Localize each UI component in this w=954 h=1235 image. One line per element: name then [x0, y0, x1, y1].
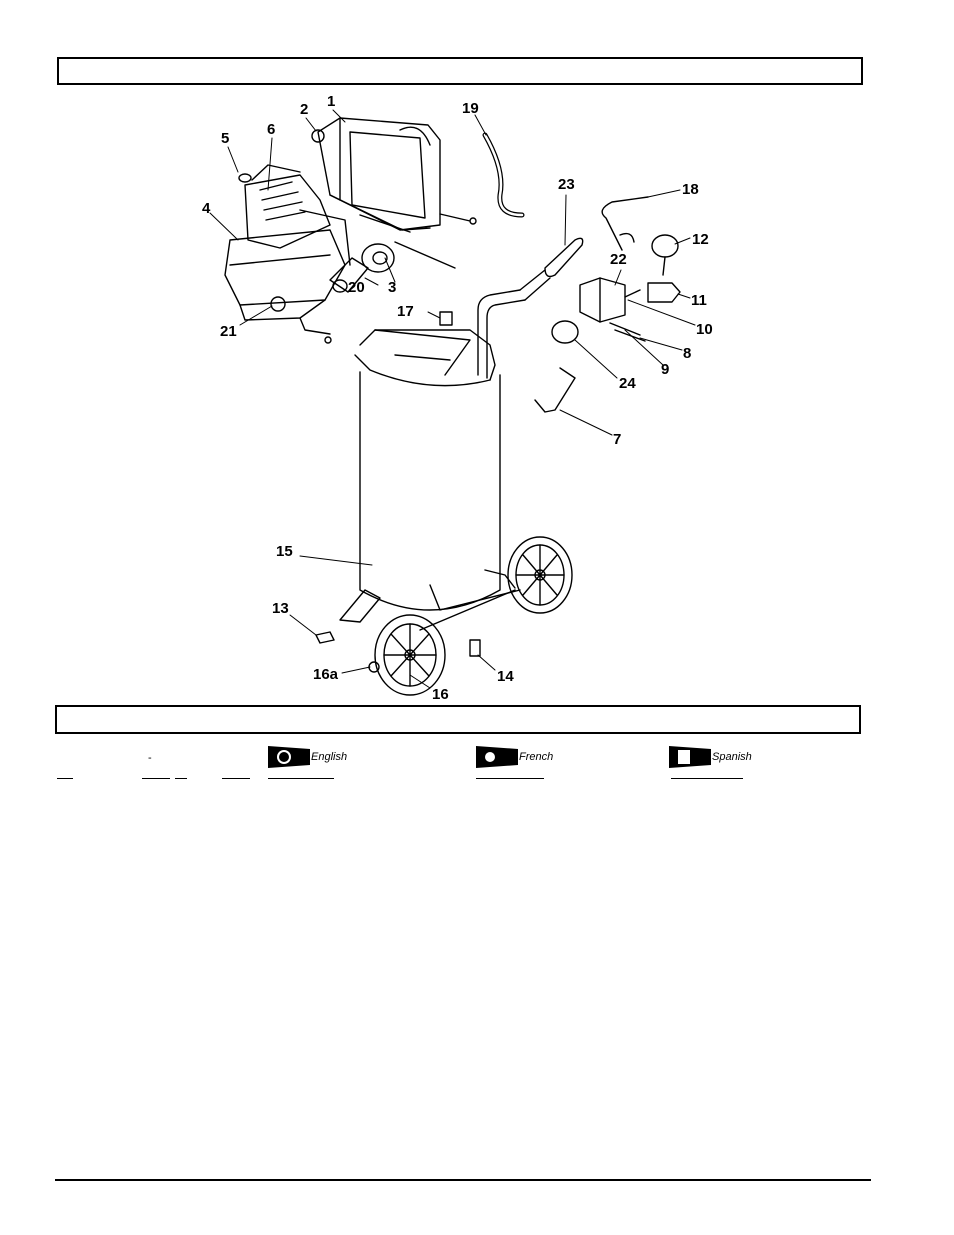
callout-22: 22 — [610, 251, 627, 268]
callout-10: 10 — [696, 321, 713, 338]
column-underline-french — [476, 778, 544, 779]
belt-guard-shape — [317, 117, 477, 233]
legend-french: French — [476, 745, 553, 769]
handle-shape — [477, 237, 584, 379]
pump-shape — [224, 164, 351, 344]
callout-13: 13 — [272, 600, 289, 617]
pressure-switch-shape — [579, 277, 641, 323]
callout-16: 16 — [432, 686, 449, 703]
callout-24: 24 — [619, 375, 636, 392]
callout-20: 20 — [348, 279, 365, 296]
regulator-shape — [647, 282, 681, 303]
callout-1: 1 — [327, 93, 335, 110]
legend-english-label: English — [311, 751, 348, 763]
callout-2: 2 — [300, 101, 308, 118]
callout-11: 11 — [691, 292, 707, 309]
callout-3: 3 — [388, 279, 396, 296]
valve-shape — [609, 322, 646, 342]
callout-18: 18 — [682, 181, 699, 198]
tank-gauge-shape — [551, 320, 579, 344]
diagram-title-box — [57, 57, 863, 85]
parts-list-title-box — [55, 705, 861, 734]
air-filter-shape — [329, 257, 369, 293]
column-underline-english — [268, 778, 334, 779]
callout-7: 7 — [613, 431, 621, 448]
callout-6: 6 — [267, 121, 275, 138]
badge-filled-circle-icon — [268, 746, 310, 768]
legend-spanish: Spanish — [669, 745, 752, 769]
column-underline-2a — [142, 778, 170, 779]
footer-rule — [55, 1179, 871, 1181]
front-wheel-shape — [374, 614, 446, 696]
callout-8: 8 — [683, 345, 691, 362]
callout-17: 17 — [397, 303, 414, 320]
callout-14: 14 — [497, 668, 514, 685]
callout-19: 19 — [462, 100, 479, 117]
rear-wheel-shape — [507, 536, 573, 614]
legend-spanish-label: Spanish — [712, 751, 752, 763]
legend-english: English — [268, 745, 347, 769]
column-underline-1 — [57, 778, 73, 779]
column-underline-3 — [222, 778, 250, 779]
callout-5: 5 — [221, 130, 229, 147]
tube-shape — [601, 196, 649, 251]
drain-fitting-shape — [469, 639, 481, 657]
frame-shape — [339, 569, 521, 631]
gauge-shape — [651, 234, 679, 276]
dash-mark: - — [148, 752, 152, 764]
callout-9: 9 — [661, 361, 669, 378]
drain-valve-shape — [534, 367, 576, 413]
bolt-shape — [311, 129, 325, 143]
tank-shape — [354, 329, 501, 611]
badge-black-white-dot-icon — [476, 746, 518, 768]
column-underline-2b — [175, 778, 187, 779]
callout-23: 23 — [558, 176, 575, 193]
legend-french-label: French — [519, 751, 554, 763]
callout-21: 21 — [220, 323, 237, 340]
foot-shape — [315, 631, 335, 644]
callout-15: 15 — [276, 543, 293, 560]
callout-16a: 16a — [313, 666, 339, 683]
exploded-parts-diagram: 1 2 3 4 5 6 7 8 9 10 11 12 13 14 15 16 1… — [202, 93, 713, 703]
fitting-shape — [439, 311, 453, 326]
callout-12: 12 — [692, 231, 709, 248]
badge-half-white-icon — [669, 746, 711, 768]
pulley-shape — [361, 241, 456, 273]
column-underline-spanish — [671, 778, 743, 779]
callout-4: 4 — [202, 200, 211, 217]
